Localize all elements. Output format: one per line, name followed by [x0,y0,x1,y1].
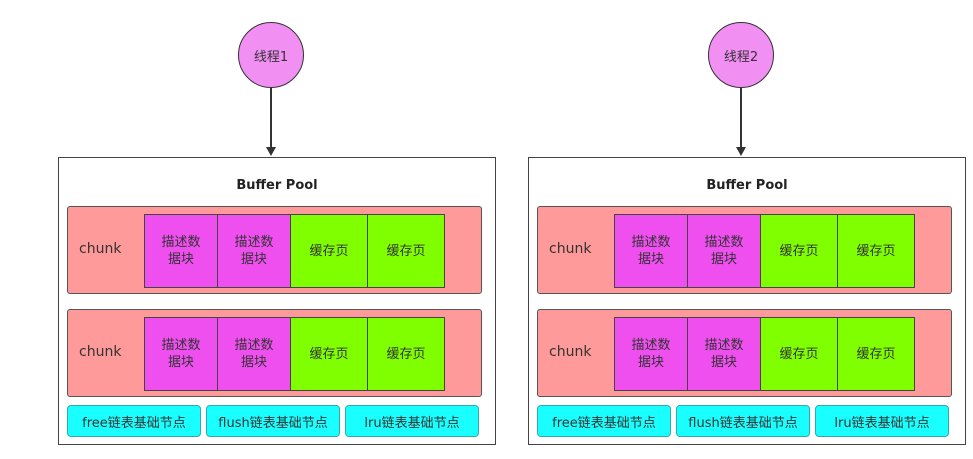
descriptor-block: 描述数据块 [144,317,218,391]
cache-page: 缓存页 [290,317,368,391]
cache-page: 缓存页 [837,214,915,288]
cache-page: 缓存页 [837,317,915,391]
descriptor-block: 描述数据块 [687,214,761,288]
thread-node-1: 线程1 [238,22,304,88]
buffer-pool-title: Buffer Pool [706,178,788,193]
descriptor-block: 描述数据块 [217,214,291,288]
descriptor-block: 描述数据块 [217,317,291,391]
list-base-node: lru链表基础节点 [345,405,479,437]
chunk-label: chunk [79,241,122,257]
cache-page: 缓存页 [290,214,368,288]
chunk-label: chunk [549,241,592,257]
thread-node-2: 线程2 [708,22,774,88]
cache-page: 缓存页 [760,317,838,391]
chunk-label: chunk [549,344,592,360]
arrow-line-2 [740,88,742,148]
descriptor-block: 描述数据块 [687,317,761,391]
list-base-node: flush链表基础节点 [676,405,810,437]
list-base-node: flush链表基础节点 [206,405,340,437]
descriptor-block: 描述数据块 [144,214,218,288]
buffer-pool-title: Buffer Pool [236,178,318,193]
arrow-head-2 [736,147,746,156]
cache-page: 缓存页 [367,317,445,391]
arrow-head-1 [266,147,276,156]
list-base-node: lru链表基础节点 [815,405,949,437]
chunk-label: chunk [79,344,122,360]
list-base-node: free链表基础节点 [537,405,671,437]
cache-page: 缓存页 [367,214,445,288]
cache-page: 缓存页 [760,214,838,288]
descriptor-block: 描述数据块 [614,317,688,391]
descriptor-block: 描述数据块 [614,214,688,288]
list-base-node: free链表基础节点 [67,405,201,437]
arrow-line-1 [270,88,272,148]
